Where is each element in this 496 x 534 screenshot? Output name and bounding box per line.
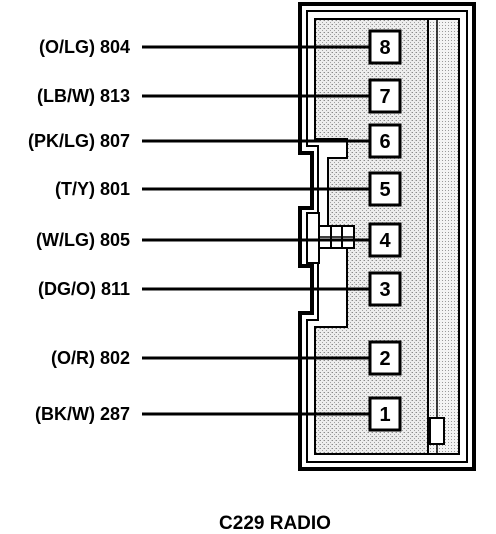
pin-8-callout: (O/LG) 804 8 bbox=[39, 29, 402, 65]
housing-latch bbox=[429, 417, 445, 445]
locking-tab bbox=[306, 212, 355, 264]
wire-label: (W/LG) 805 bbox=[36, 230, 130, 250]
housing-guide-rail bbox=[427, 18, 460, 455]
pin-box bbox=[368, 271, 402, 307]
wire-label: (LB/W) 813 bbox=[37, 86, 130, 106]
pin-box bbox=[368, 29, 402, 65]
wire-label: (PK/LG) 807 bbox=[28, 131, 130, 151]
pin-3-callout: (DG/O) 811 3 bbox=[38, 271, 402, 307]
pin-5-callout: (T/Y) 801 5 bbox=[55, 171, 402, 207]
wire-label: (BK/W) 287 bbox=[35, 404, 130, 424]
pin-number: 1 bbox=[379, 404, 390, 426]
pin-box bbox=[368, 396, 402, 432]
wire-label: (O/LG) 804 bbox=[39, 37, 130, 57]
pin-7-callout: (LB/W) 813 7 bbox=[37, 78, 402, 114]
pin-number: 5 bbox=[379, 179, 390, 201]
wire-label: (O/R) 802 bbox=[51, 348, 130, 368]
pin-4-callout: (W/LG) 805 4 bbox=[36, 222, 402, 258]
pin-box bbox=[368, 171, 402, 207]
wire-label: (DG/O) 811 bbox=[38, 279, 130, 299]
pin-box bbox=[368, 78, 402, 114]
pin-box bbox=[368, 222, 402, 258]
pin-number: 7 bbox=[379, 86, 390, 108]
pin-number: 6 bbox=[379, 131, 390, 153]
pin-box bbox=[368, 123, 402, 159]
pin-2-callout: (O/R) 802 2 bbox=[51, 340, 402, 376]
pin-number: 4 bbox=[379, 230, 391, 252]
pin-number: 8 bbox=[379, 37, 390, 59]
connector-caption: C229 RADIO bbox=[219, 513, 331, 534]
pin-6-callout: (PK/LG) 807 6 bbox=[28, 123, 402, 159]
pin-box bbox=[368, 340, 402, 376]
pin-callouts: (O/LG) 804 8 (LB/W) 813 7 (PK/LG) 807 6 (T/Y) … bbox=[28, 29, 402, 432]
pin-1-callout: (BK/W) 287 1 bbox=[35, 396, 402, 432]
pin-number: 3 bbox=[379, 279, 390, 301]
wire-label: (T/Y) 801 bbox=[55, 179, 130, 199]
pin-number: 2 bbox=[379, 348, 390, 370]
